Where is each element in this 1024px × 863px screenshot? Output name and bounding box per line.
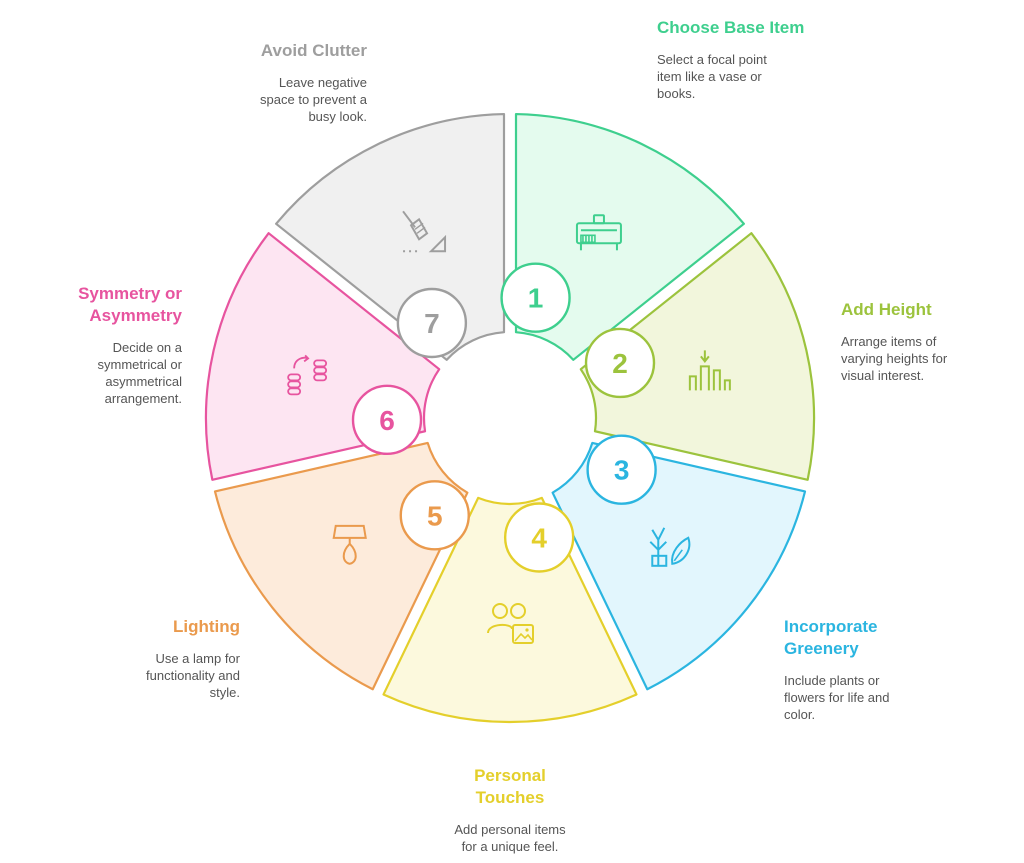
step-1-number: 1 [528,283,544,314]
step-5-number: 5 [427,500,443,531]
step-2-badge: 2 [584,327,656,399]
height-bars-icon [688,350,731,391]
step-3-badge: 3 [586,434,657,505]
segment-3 [551,441,807,691]
step-5-description: Use a lamp for functionality and style. [146,651,240,700]
people-photo-icon [487,603,534,644]
step-3-description: Include plants or flowers for life and c… [784,673,890,722]
step-2-description: Arrange items of varying heights for vis… [841,334,948,383]
step-2-title: Add Height [841,300,932,319]
step-7-label: Avoid Clutter Leave negative space to pr… [200,40,367,125]
lamp-icon [332,524,367,565]
step-3-number: 3 [614,455,630,486]
step-4-description: Add personal items for a unique feel. [454,822,566,854]
segment-1 [514,112,745,361]
step-2-label: Add Height Arrange items of varying heig… [841,299,1001,384]
step-1-badge: 1 [500,262,571,333]
step-6-number: 6 [379,405,395,436]
step-6-title: Symmetry or Asymmetry [78,284,182,325]
cabinet-icon [575,214,622,251]
step-7-badge: 7 [396,287,468,359]
step-4-badge: 4 [503,502,575,573]
step-3-title: Incorporate Greenery [784,617,878,658]
plant-icon [649,527,691,567]
step-6-description: Decide on a symmetrical or asymmetrical … [97,340,182,406]
step-6-label: Symmetry or Asymmetry Decide on a symmet… [22,283,182,407]
segment-4 [382,496,638,724]
segment-2 [579,232,816,481]
step-4-label: Personal Touches Add personal items for … [425,765,595,855]
step-1-description: Select a focal point item like a vase or… [657,52,767,101]
arrange-icon [287,354,328,396]
step-3-label: Incorporate Greenery Include plants or f… [784,616,924,723]
step-4-number: 4 [531,522,547,553]
step-7-title: Avoid Clutter [260,41,367,60]
step-1-title: Choose Base Item [657,18,805,37]
step-6-badge: 6 [351,384,423,456]
step-5-title: Lighting [172,617,240,636]
broom-icon [402,210,447,253]
step-5-label: Lighting Use a lamp for functionality an… [80,616,240,701]
step-2-number: 2 [612,348,628,379]
step-7-description: Leave negative space to prevent a busy l… [260,75,367,124]
step-1-label: Choose Base Item Select a focal point it… [657,17,817,102]
step-5-badge: 5 [399,480,470,551]
step-4-title: Personal Touches [474,766,546,807]
step-7-number: 7 [424,308,440,339]
